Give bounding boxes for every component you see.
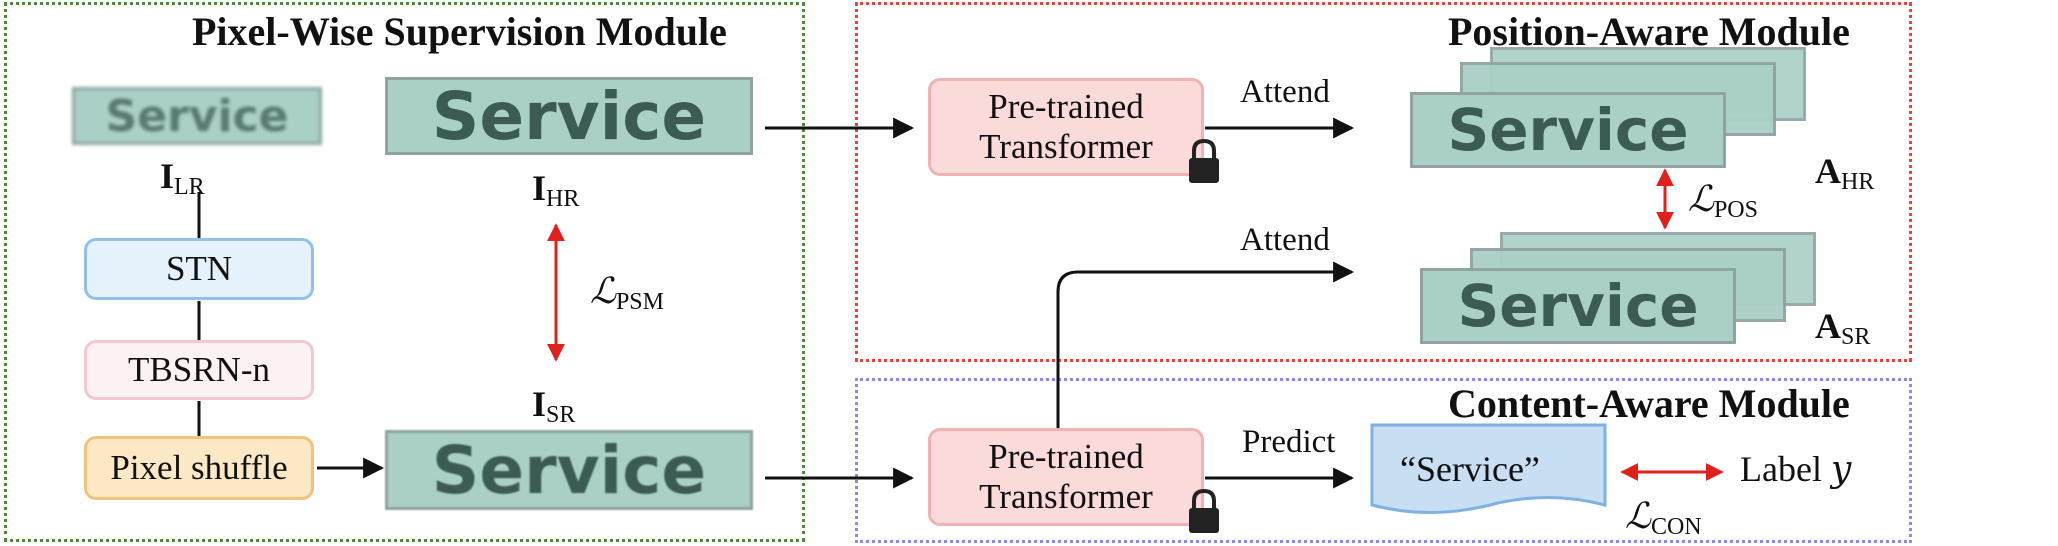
a-sr-label: ASR	[1815, 306, 1871, 350]
cam-title: Content-Aware Module	[1448, 381, 1850, 426]
pixel-shuffle-block: Pixel shuffle	[84, 436, 314, 500]
hr-image: Service	[385, 77, 753, 155]
attend-top-label: Attend	[1240, 74, 1330, 110]
i-lr-label: ILR	[160, 156, 205, 200]
transformer-bottom-line2: Transformer	[979, 477, 1153, 516]
con-loss-label: ℒCON	[1625, 496, 1702, 540]
lock-icon	[1189, 138, 1219, 183]
lock-icon	[1189, 488, 1219, 533]
transformer-bottom-line1: Pre-trained	[988, 437, 1144, 476]
attention-sr-map-front: Service	[1420, 268, 1736, 344]
transformer-top-line1: Pre-trained	[988, 87, 1144, 126]
attend-bottom-label: Attend	[1240, 222, 1330, 258]
ground-truth-label: Label y	[1740, 449, 1852, 490]
stn-block: STN	[84, 238, 314, 300]
pixel-wise-supervision-module	[4, 2, 805, 542]
lr-image: Service	[72, 87, 322, 145]
transformer-top-line2: Transformer	[979, 127, 1153, 166]
sr-image: Service	[385, 430, 753, 510]
attention-hr-map-front: Service	[1410, 92, 1726, 168]
predict-label: Predict	[1242, 424, 1336, 460]
position-aware-module	[855, 2, 1912, 362]
tbsrn-block: TBSRN-n	[84, 340, 314, 400]
a-hr-label: AHR	[1815, 151, 1875, 195]
pos-loss-label: ℒPOS	[1688, 179, 1758, 223]
pam-title: Position-Aware Module	[1448, 9, 1850, 54]
prediction-box	[1370, 423, 1607, 514]
psm-title: Pixel-Wise Supervision Module	[192, 9, 727, 54]
content-aware-module	[855, 378, 1912, 543]
transformer-top-block: Pre-trained Transformer	[928, 78, 1204, 176]
transformer-bottom-block: Pre-trained Transformer	[928, 428, 1204, 526]
predicted-text: “Service”	[1400, 449, 1540, 489]
i-hr-label: IHR	[532, 168, 580, 212]
i-sr-label: ISR	[532, 384, 576, 428]
attend-bottom-arrow	[1056, 261, 1355, 428]
psm-loss-label: ℒPSM	[590, 271, 664, 315]
